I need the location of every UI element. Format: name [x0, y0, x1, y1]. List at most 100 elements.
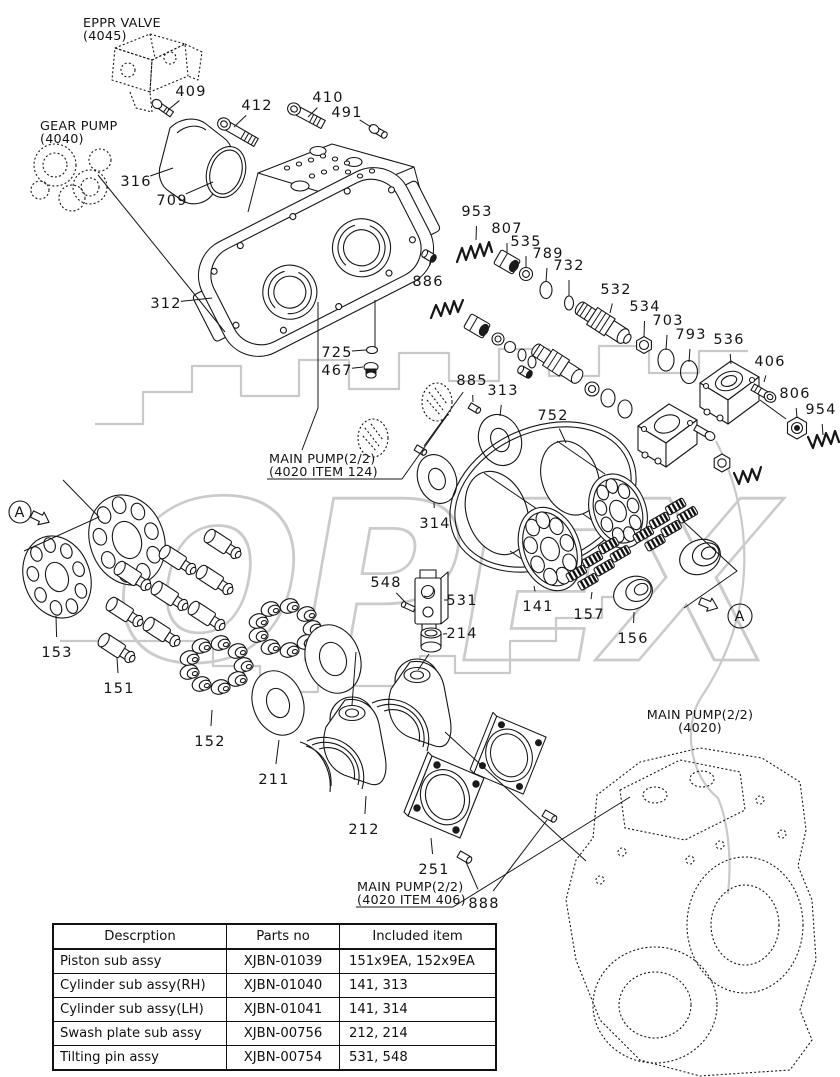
part-888-pin-2 — [541, 809, 558, 823]
part-709-gasket — [205, 146, 247, 198]
leader-703 — [665, 334, 668, 351]
main-pump-item124-label: MAIN PUMP(2/2) — [269, 452, 375, 467]
callout-548: 548 — [370, 575, 401, 591]
part-156-retainer-rh — [679, 538, 721, 576]
callout-141: 141 — [522, 599, 553, 615]
part-nut-lh — [584, 381, 600, 397]
callout-251: 251 — [418, 862, 449, 878]
part-888-pin-1 — [456, 850, 473, 864]
part-oring2-lh — [527, 355, 537, 369]
main-pump-item406-number: (4020 ITEM 406) — [357, 893, 466, 908]
leader-534 — [643, 320, 646, 338]
leader-536 — [729, 353, 732, 365]
part-312-housing — [192, 143, 441, 357]
callout-793: 793 — [675, 327, 706, 343]
leader-141 — [533, 585, 536, 592]
part-725-seal — [365, 345, 379, 355]
part-nut2-lh — [713, 453, 731, 473]
view-marker-label: A — [14, 505, 25, 521]
table-cell: Piston sub assy — [52, 948, 227, 974]
part-nut-lh-hole — [587, 384, 597, 394]
part-885-pin — [467, 402, 482, 414]
callout-151: 151 — [103, 681, 134, 697]
leader-152 — [210, 709, 213, 727]
leader-888 — [465, 861, 479, 890]
table-cell: Cylinder sub assy(RH) — [52, 973, 227, 998]
leader-793 — [688, 348, 691, 363]
part-spool-lh — [531, 343, 584, 384]
part-141-cylinder-block-lh — [464, 470, 583, 592]
gear-pump-reference — [30, 143, 112, 212]
table-cell: Cylinder sub assy(LH) — [52, 997, 227, 1022]
callout-709: 709 — [156, 193, 187, 209]
leader-212 — [364, 795, 367, 815]
callout-789: 789 — [532, 246, 563, 262]
callout-153: 153 — [41, 645, 72, 661]
part-washer-lh — [491, 332, 505, 346]
leader-157 — [590, 591, 593, 600]
callout-410: 410 — [312, 90, 343, 106]
leader-412 — [233, 115, 247, 128]
part-flange-block-lh — [637, 403, 698, 468]
callout-412: 412 — [241, 98, 272, 114]
part-spring-lh — [429, 298, 465, 320]
part-oring4-lh — [617, 399, 633, 419]
part-211-shoe-plate-1 — [251, 670, 305, 736]
part-886-plug-lh — [517, 365, 533, 379]
part-954-spring — [806, 429, 840, 450]
callout-752: 752 — [537, 408, 568, 424]
part-467-plug — [363, 361, 379, 379]
leader-211 — [275, 739, 280, 765]
table-cell: 141, 313 — [339, 973, 497, 998]
part-536-flange-block — [699, 360, 760, 425]
section-line-a-left — [23, 479, 100, 552]
spline-boss-reference-1 — [357, 418, 389, 458]
watermark-swoosh — [689, 440, 746, 895]
callout-725: 725 — [321, 345, 352, 361]
callout-312: 312 — [150, 296, 181, 312]
section-line-a-right — [683, 521, 738, 609]
part-886-plug — [421, 249, 437, 263]
table-header-cell: Parts no — [226, 923, 340, 950]
part-885-pin-2 — [413, 444, 428, 456]
leader-885 — [423, 391, 464, 447]
leader-251 — [430, 837, 434, 855]
eppr-valve-label: EPPR VALVE — [83, 16, 161, 31]
callout-703: 703 — [652, 313, 683, 329]
eppr-valve-number: (4045) — [83, 29, 127, 44]
leader-789 — [545, 267, 548, 283]
part-oring-lh — [517, 348, 527, 362]
gear-pump-label: GEAR PUMP — [40, 119, 117, 134]
callout-467: 467 — [321, 363, 352, 379]
part-406-bolt — [750, 383, 777, 403]
callout-732: 732 — [553, 258, 584, 274]
reference-lines — [23, 174, 787, 908]
leader-725 — [351, 349, 367, 352]
spline-boss-reference-2 — [421, 382, 453, 422]
assembly-labels: EPPR VALVE (4045) GEAR PUMP (4040) MAIN … — [40, 16, 753, 908]
view-marker-label: A — [734, 609, 745, 625]
leader-548 — [395, 592, 406, 603]
callout-314: 314 — [419, 516, 450, 532]
table-cell: XJBN-00754 — [226, 1045, 340, 1071]
leader-410 — [307, 107, 318, 118]
part-535-washer — [518, 266, 534, 282]
table-cell: 212, 214 — [339, 1021, 497, 1046]
callout-806: 806 — [779, 386, 810, 402]
callout-152: 152 — [194, 734, 225, 750]
table-cell: 531, 548 — [339, 1045, 497, 1071]
table-cell: XJBN-00756 — [226, 1021, 340, 1046]
watermark-gear-outline-top — [95, 344, 748, 426]
part-806-nut — [786, 416, 808, 440]
part-washer2-lh — [503, 340, 517, 354]
main-pump-4020-label: MAIN PUMP(2/2) — [647, 708, 753, 723]
part-plug-lh — [463, 313, 491, 339]
